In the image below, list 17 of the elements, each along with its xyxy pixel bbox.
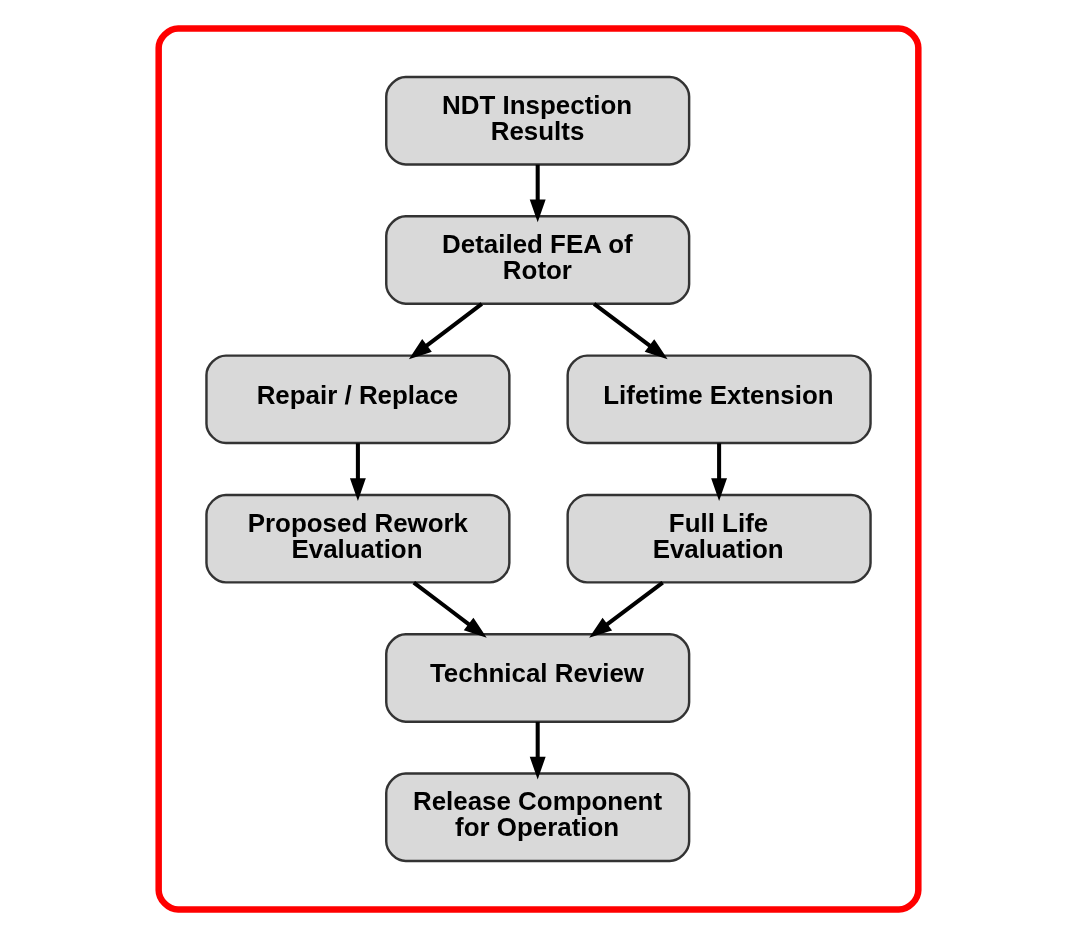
node-box: Lifetime Extension: [565, 353, 872, 444]
arrow: [710, 442, 727, 501]
arrow: [408, 301, 483, 359]
node-box: Proposed Rework Evaluation: [204, 493, 511, 584]
node-box: Technical Review: [384, 632, 690, 723]
node-box: Full Life Evaluation: [565, 493, 872, 584]
arrow: [529, 164, 546, 222]
arrow: [349, 442, 366, 501]
cluster: [154, 24, 922, 913]
node-box: Detailed FEA of Rotor: [384, 214, 690, 305]
arrow: [412, 580, 487, 638]
arrow: [529, 721, 546, 779]
node-box: NDT Inspection Results: [384, 75, 690, 166]
node-box: Release Component for Operation: [384, 771, 690, 862]
arrow: [592, 301, 668, 359]
node-box: Repair / Replace: [204, 353, 511, 444]
arrow: [588, 580, 664, 638]
